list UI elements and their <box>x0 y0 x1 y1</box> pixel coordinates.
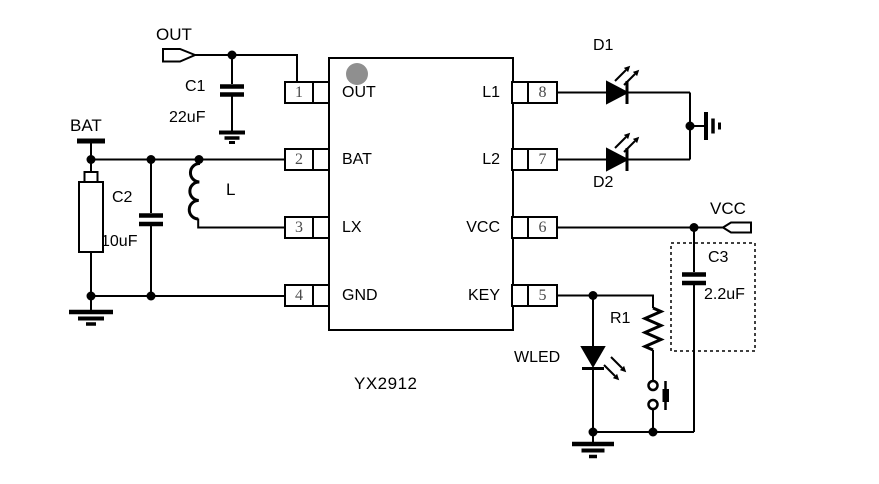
led-d1-icon <box>558 65 690 105</box>
pin-number-box-7: 7 <box>527 148 558 171</box>
ic-pin-label-l1: L1 <box>482 84 500 101</box>
inductor-icon <box>187 159 284 229</box>
ic-pin-label-vcc: VCC <box>466 219 500 236</box>
c3-dashed-box <box>670 242 756 352</box>
pin-pad-box-1 <box>312 81 330 104</box>
inductor-ref-label: L <box>226 180 236 199</box>
ic-part-number: YX2912 <box>354 374 418 393</box>
d1-ref-label: D1 <box>593 37 614 54</box>
pin-number-box-3: 3 <box>284 216 314 239</box>
bat-rail-wires <box>91 158 284 297</box>
junction-dots <box>86 50 699 437</box>
capacitor-c1-icon <box>220 55 244 131</box>
out-terminal-icon <box>162 48 198 63</box>
c3-ref-label: C3 <box>708 249 729 266</box>
c3-value-label: 2.2uF <box>704 286 745 303</box>
ic-pin-label-bat: BAT <box>342 151 372 168</box>
c2-ref-label: C2 <box>112 189 133 206</box>
pin-number-box-6: 6 <box>527 216 558 239</box>
pin-pad-box-4 <box>312 284 330 307</box>
pin-number-box-5: 5 <box>527 284 558 307</box>
pin1-marker-dot <box>346 63 368 85</box>
ground-icon <box>219 130 245 144</box>
out-net-wire <box>195 54 298 81</box>
vcc-terminal-icon <box>721 221 752 234</box>
c1-value-label: 22uF <box>169 109 206 126</box>
ground-right-icon <box>690 112 721 140</box>
ic-pin-label-l2: L2 <box>482 151 500 168</box>
d2-ref-label: D2 <box>593 174 614 191</box>
led-wled-icon <box>580 295 627 432</box>
ground-icon <box>69 296 113 326</box>
r1-ref-label: R1 <box>610 310 631 327</box>
pin-number-box-1: 1 <box>284 81 314 104</box>
capacitor-c3-icon <box>682 227 706 432</box>
bat-terminal-label: BAT <box>70 116 102 135</box>
pin-number-box-8: 8 <box>527 81 558 104</box>
pushbutton-icon <box>647 379 669 432</box>
pin-number-box-4: 4 <box>284 284 314 307</box>
key-net-wire <box>558 294 654 308</box>
pin-pad-box-2 <box>312 148 330 171</box>
c2-value-label: 10uF <box>101 233 138 250</box>
capacitor-c2-icon <box>139 159 163 296</box>
ic-pin-label-gnd: GND <box>342 287 378 304</box>
pin-number-box-2: 2 <box>284 148 314 171</box>
ic-outline <box>328 57 514 331</box>
c1-ref-label: C1 <box>185 78 206 95</box>
vcc-terminal-label: VCC <box>710 199 746 218</box>
ic-pin-label-key: KEY <box>467 287 500 304</box>
resistor-r1-icon <box>641 306 665 381</box>
ic-pin-label-lx: LX <box>342 219 362 236</box>
ic-pin-label-out: OUT <box>342 84 376 101</box>
out-terminal-label: OUT <box>156 25 192 44</box>
led-d2-icon <box>558 132 690 172</box>
battery-icon <box>78 171 104 296</box>
wled-ref-label: WLED <box>514 349 561 366</box>
pin-pad-box-3 <box>312 216 330 239</box>
